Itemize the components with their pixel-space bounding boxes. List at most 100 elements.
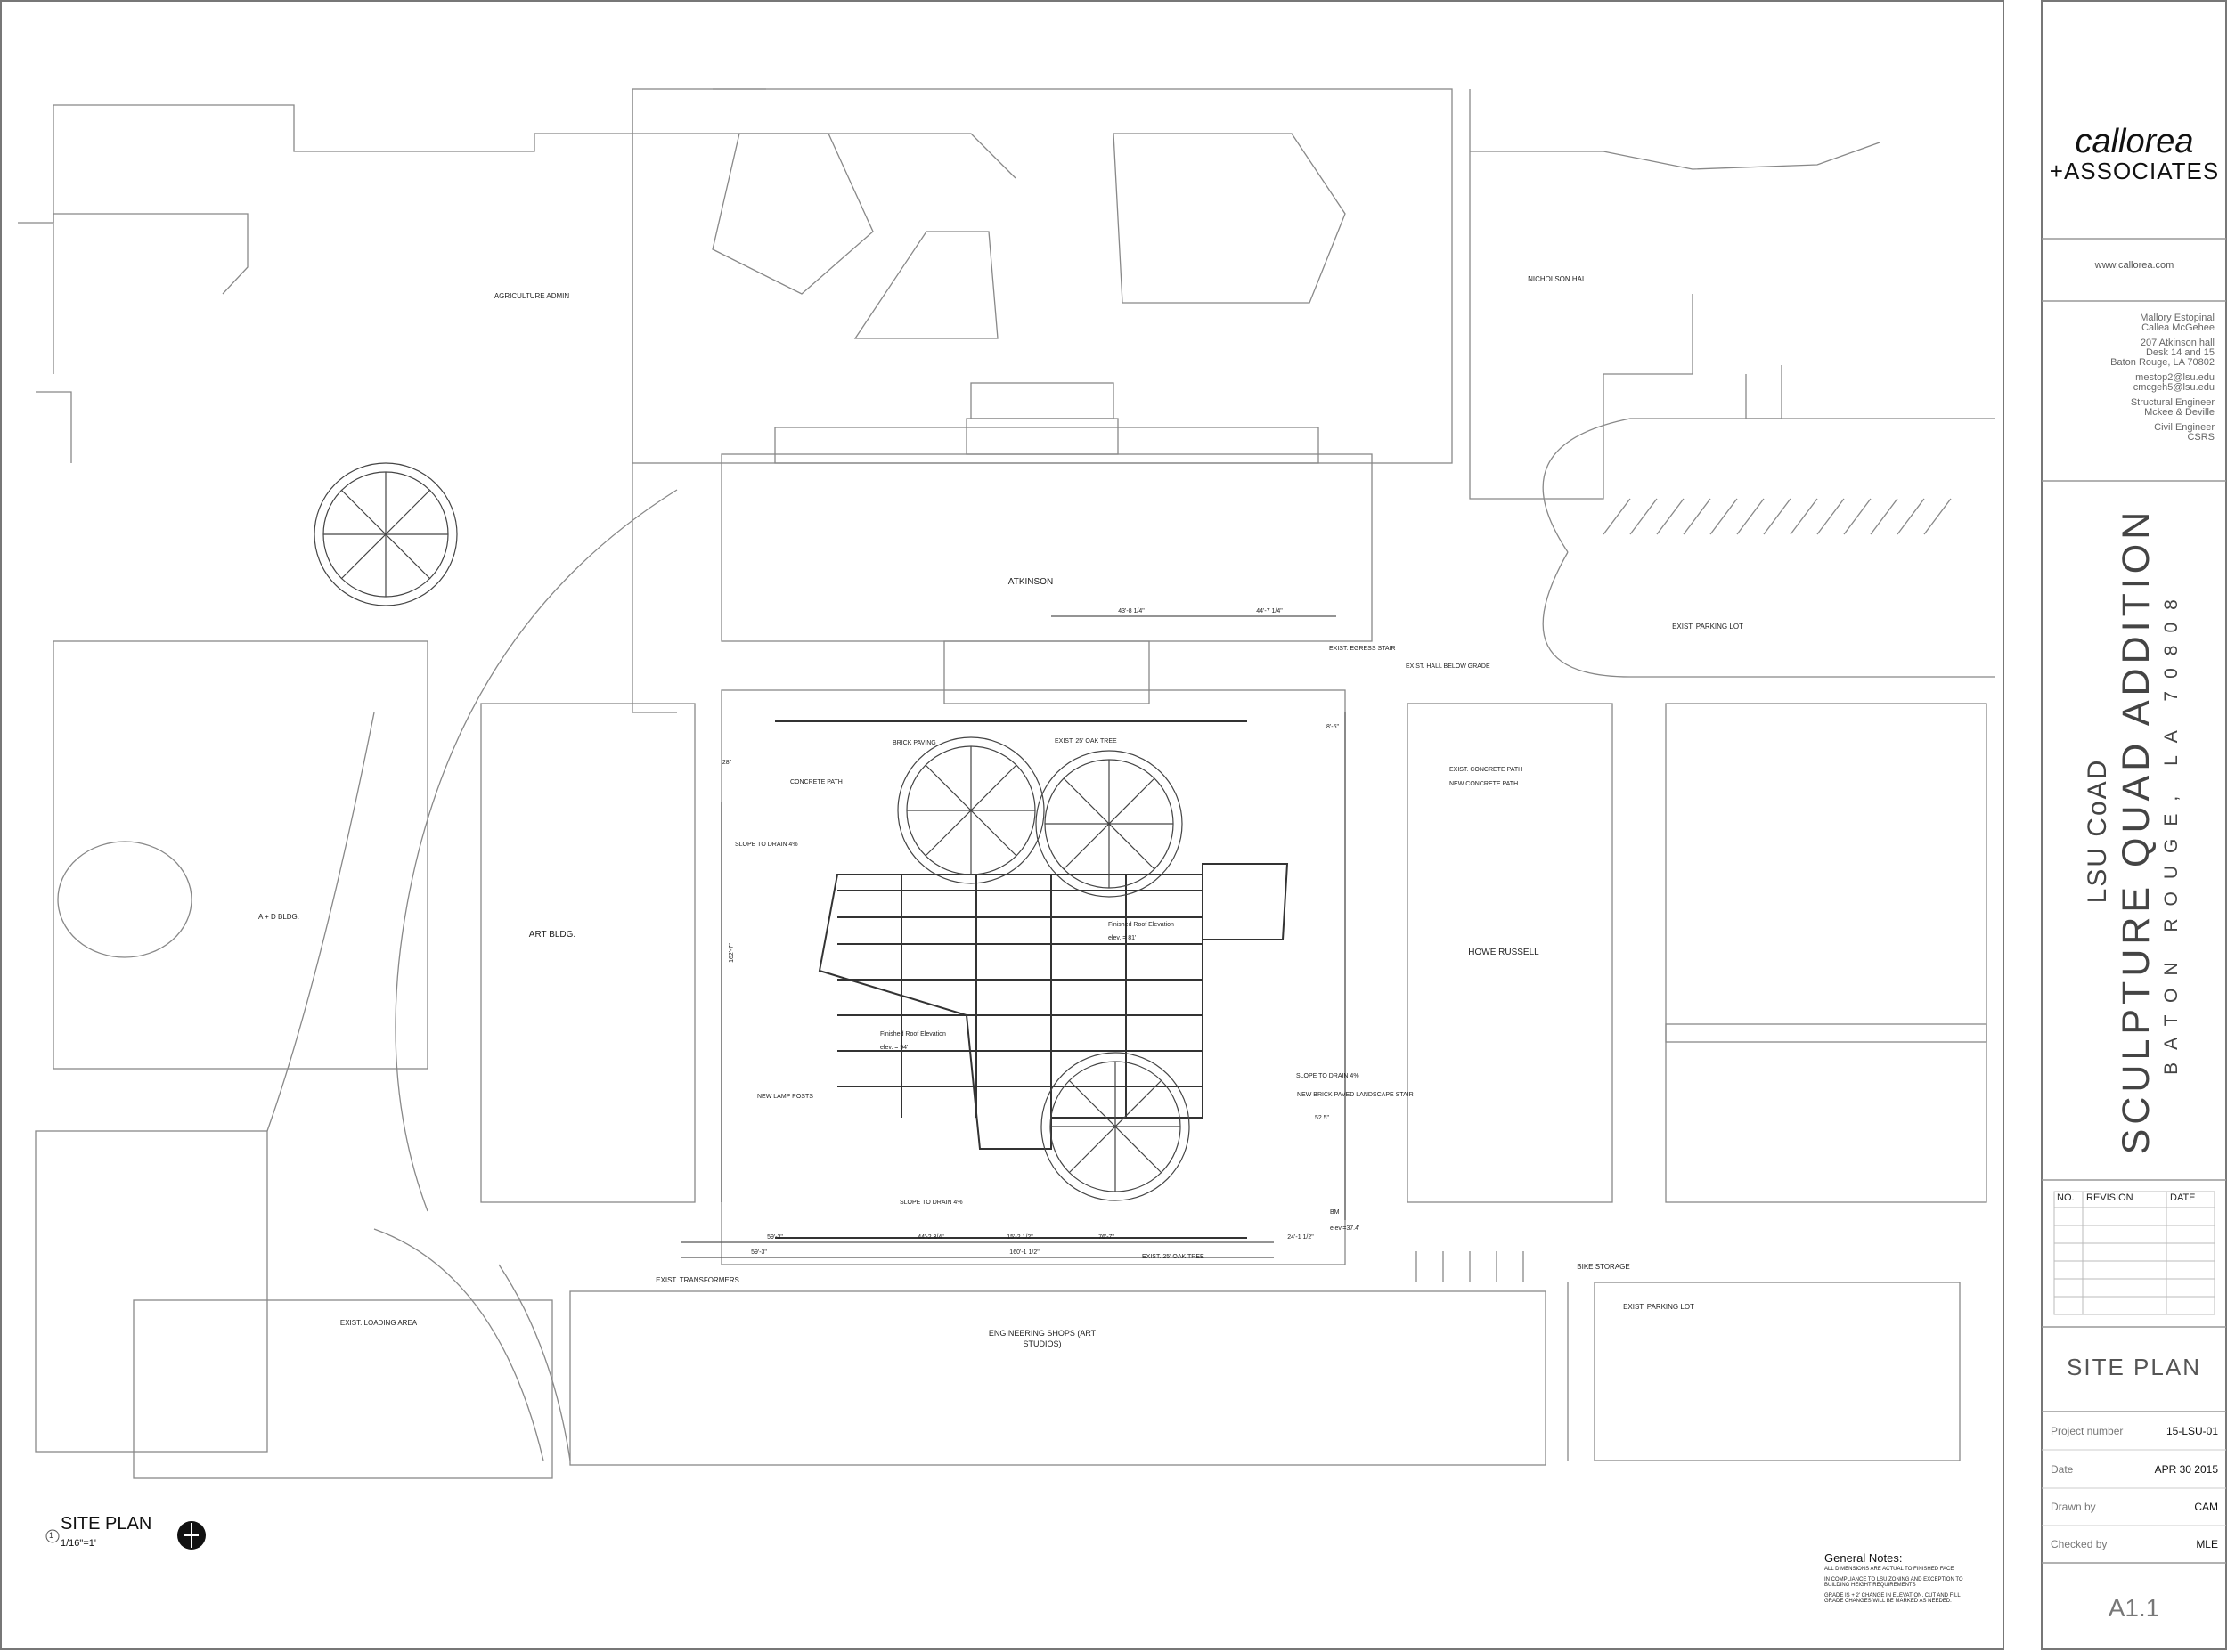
project-number: 15-LSU-01 <box>2166 1425 2218 1437</box>
dimension-labels: 43'-8 1/4" 44'-7 1/4" 59'-3" 44'-2 3/4" … <box>722 608 1340 1256</box>
view-number: 1 <box>49 1531 54 1540</box>
sheet-title: SITE PLAN <box>2067 1354 2201 1380</box>
label-engineering-shops-2: STUDIOS) <box>1023 1339 1061 1348</box>
roof-elev-1: Finished Roof Elevation <box>1108 922 1174 928</box>
site-labels: AGRICULTURE ADMIN NICHOLSON HALL ATKINSO… <box>258 275 1743 1348</box>
label-bike-storage: BIKE STORAGE <box>1577 1263 1629 1271</box>
callout-labels: EXIST. EGRESS STAIR EXIST. HALL BELOW GR… <box>735 646 1522 1260</box>
drawn-by-label: Drawn by <box>2051 1501 2096 1513</box>
title-block-dividers <box>2042 238 2226 1564</box>
new-addition-linework <box>775 720 1289 1239</box>
bm-label: BM <box>1330 1209 1340 1216</box>
label-art-bldg: ART BLDG. <box>529 930 575 940</box>
title-block-rows <box>2042 1449 2226 1526</box>
sheet-number: A1.1 <box>2108 1594 2160 1622</box>
context-linework <box>18 88 1995 1479</box>
logo-wordmark: callorea <box>2075 123 2194 160</box>
roof-elev-1-val: elev. = 81' <box>1108 935 1136 941</box>
dim-5: 15'-2 1/2" <box>1007 1234 1033 1241</box>
dim-7: 24'-1 1/2" <box>1287 1234 1314 1241</box>
structural-engineer-label: Structural Engineer <box>2130 397 2215 408</box>
roof-elev-2: Finished Roof Elevation <box>880 1031 946 1038</box>
contact-name-2: Callea McGehee <box>2141 322 2215 333</box>
contact-name-1: Mallory Estopinal <box>2140 313 2215 323</box>
note-item: GRADE IS + 2' CHANGE IN ELEVATION. CUT A… <box>1824 1593 1961 1604</box>
checked-by: MLE <box>2196 1538 2218 1550</box>
roof-elev-2-val: elev. = 94' <box>880 1045 908 1051</box>
north-arrow-icon <box>177 1521 206 1550</box>
date-label: Date <box>2051 1463 2074 1476</box>
callout-brick-paving: BRICK PAVING <box>893 740 936 746</box>
view-number-bubble <box>45 1529 60 1543</box>
project-line-3: BATON ROUGE, LA 70808 <box>2161 587 2182 1075</box>
label-nicholson-hall: NICHOLSON HALL <box>1528 275 1590 283</box>
view-title: SITE PLAN <box>61 1514 152 1534</box>
firm-website: www.callorea.com <box>2094 260 2174 271</box>
label-ad-bldg: A + D BLDG. <box>258 913 299 921</box>
label-howe-russell: HOWE RUSSELL <box>1468 948 1539 957</box>
revision-grid <box>2053 1191 2215 1315</box>
title-block-border <box>2041 0 2227 1650</box>
dim-12: 52.5" <box>1315 1115 1330 1121</box>
note-item: IN COMPLIANCE TO LSU ZONING AND EXCEPTIO… <box>1824 1577 1963 1588</box>
oak-trees <box>314 462 1190 1201</box>
dim-2: 44'-7 1/4" <box>1256 608 1283 614</box>
checked-by-label: Checked by <box>2051 1538 2108 1550</box>
revisions-header-no: NO. <box>2057 1192 2075 1203</box>
contact-email-1: mestop2@lsu.edu <box>2135 372 2215 383</box>
label-atkinson: ATKINSON <box>1008 577 1053 587</box>
drawing-border <box>0 0 2004 1650</box>
callout-slope-2: SLOPE TO DRAIN 4% <box>900 1200 963 1206</box>
callout-new-concrete: NEW CONCRETE PATH <box>1449 781 1518 787</box>
dim-8: 160'-1 1/2" <box>1009 1249 1040 1256</box>
callout-oak-tree-2: EXIST. 25' OAK TREE <box>1142 1254 1204 1260</box>
callout-slope-3: SLOPE TO DRAIN 4% <box>1296 1073 1359 1079</box>
contact-email-2: cmcgeh5@lsu.edu <box>2133 382 2215 393</box>
dim-9: 162'-7" <box>729 943 735 963</box>
civil-engineer: CSRS <box>2187 432 2215 443</box>
view-scale: 1/16"=1' <box>61 1538 96 1549</box>
label-transformers: EXIST. TRANSFORMERS <box>656 1276 739 1284</box>
label-agriculture-admin: AGRICULTURE ADMIN <box>494 292 570 300</box>
callout-concrete-path: CONCRETE PATH <box>790 779 843 785</box>
project-number-label: Project number <box>2051 1425 2124 1437</box>
contact-address-3: Baton Rouge, LA 70802 <box>2110 357 2215 368</box>
dimension-lines <box>681 615 1346 1258</box>
dim-10: 8'-5" <box>1326 724 1339 730</box>
dim-11: 28" <box>722 760 732 766</box>
callout-lamp-posts: NEW LAMP POSTS <box>757 1094 813 1100</box>
general-notes: General Notes: ALL DIMENSIONS ARE ACTUAL… <box>1824 1551 1976 1604</box>
callout-egress-stair: EXIST. EGRESS STAIR <box>1329 646 1396 652</box>
dim-6: 76'-7" <box>1098 1234 1114 1241</box>
label-parking-lot-2: EXIST. PARKING LOT <box>1623 1303 1694 1311</box>
dim-3: 59'-3" <box>767 1234 783 1241</box>
dim-13: 59'-3" <box>751 1249 767 1256</box>
callout-landscape-stair: NEW BRICK PAVED LANDSCAPE STAIR <box>1297 1092 1414 1098</box>
contact-address-1: 207 Atkinson hall <box>2140 338 2215 348</box>
dim-4: 44'-2 3/4" <box>918 1234 944 1241</box>
callout-slope-1: SLOPE TO DRAIN 4% <box>735 842 798 848</box>
callout-oak-tree: EXIST. 25' OAK TREE <box>1055 738 1117 745</box>
label-engineering-shops-1: ENGINEERING SHOPS (ART <box>989 1329 1097 1338</box>
general-notes-title: General Notes: <box>1824 1551 1903 1565</box>
label-loading-area: EXIST. LOADING AREA <box>340 1319 418 1327</box>
callout-hall-below: EXIST. HALL BELOW GRADE <box>1406 663 1490 670</box>
project-line-2: SCULPTURE QUAD ADDITION <box>2115 507 2158 1155</box>
firm-logo: callorea +ASSOCIATES <box>2045 125 2223 183</box>
contact-address-2: Desk 14 and 15 <box>2145 347 2215 358</box>
revisions-header-date: DATE <box>2170 1192 2196 1203</box>
revisions-header-revision: REVISION <box>2086 1192 2133 1203</box>
logo-subtitle: +ASSOCIATES <box>2049 158 2220 184</box>
drawn-by: CAM <box>2194 1501 2218 1513</box>
project-line-1: LSU CoAD <box>2083 758 2112 904</box>
sheet-date: APR 30 2015 <box>2154 1463 2218 1476</box>
label-parking-lot: EXIST. PARKING LOT <box>1672 623 1743 631</box>
civil-engineer-label: Civil Engineer <box>2154 422 2215 433</box>
structural-engineer: Mckee & Deville <box>2144 407 2215 418</box>
bm-value: elev.=37.4' <box>1330 1225 1359 1232</box>
note-item: ALL DIMENSIONS ARE ACTUAL TO FINISHED FA… <box>1824 1567 1954 1572</box>
contact-block: Mallory Estopinal Callea McGehee 207 Atk… <box>2049 313 2215 443</box>
callout-exist-concrete: EXIST. CONCRETE PATH <box>1449 767 1522 773</box>
dim-1: 43'-8 1/4" <box>1118 608 1145 614</box>
